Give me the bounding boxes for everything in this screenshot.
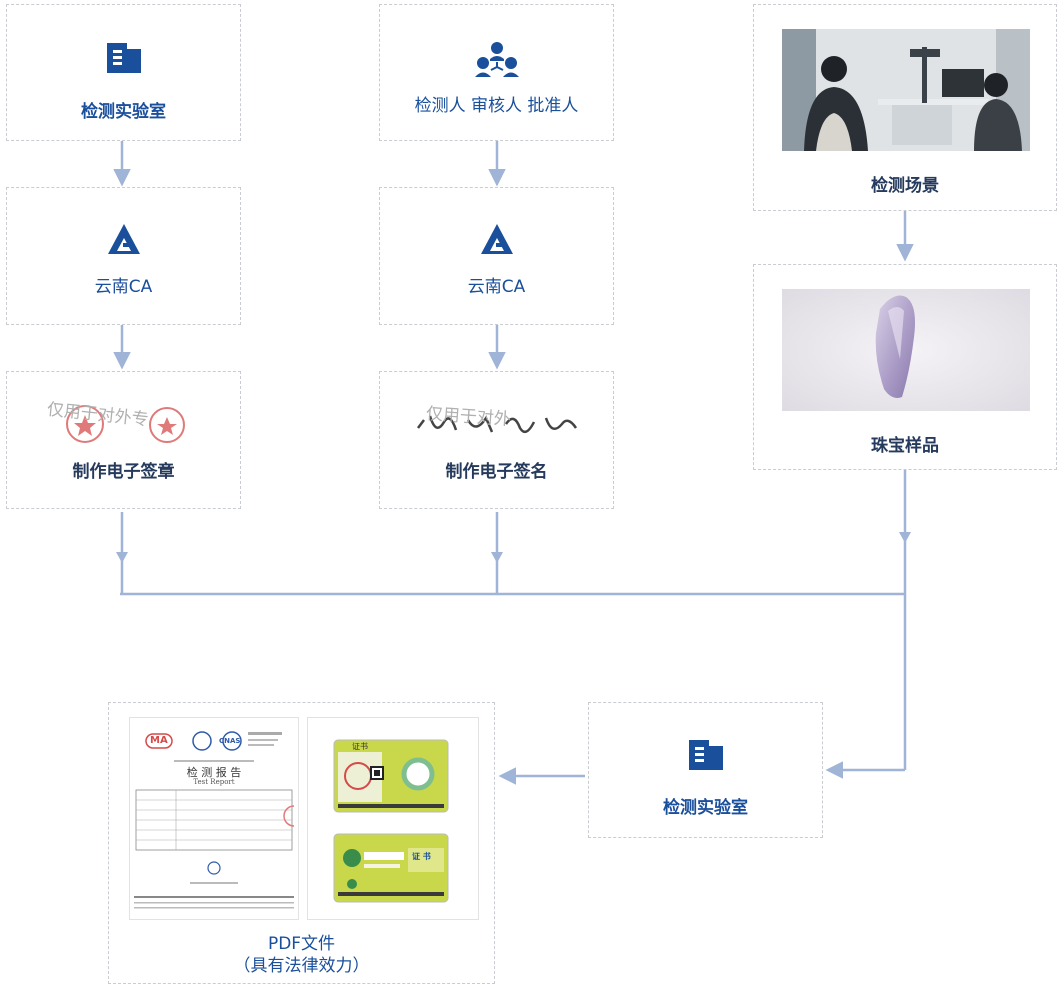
report-logo-cnas: CNAS [219, 737, 241, 745]
ca-logo-icon [480, 224, 513, 254]
people-icon [474, 42, 519, 77]
report-title: 检 测 报 告 [186, 766, 242, 779]
node-ca-mid: 云南CA [379, 187, 614, 325]
certificate-back-text: 证 书 [412, 852, 431, 861]
signature-image: 仅用于对外 [410, 398, 590, 448]
certificate-title: 证书 [352, 742, 368, 751]
node-scene: 检测场景 [753, 4, 1057, 211]
node-seal: 仅用于对外专 制作电子签章 [6, 371, 241, 509]
node-ca-left: 云南CA [6, 187, 241, 325]
node-ca-mid-label: 云南CA [467, 277, 526, 297]
building-icon [106, 43, 141, 73]
node-inspectors: 检测人 审核人 批准人 [379, 4, 614, 141]
node-ca-left-label: 云南CA [94, 277, 153, 297]
ca-logo-icon [107, 224, 140, 254]
node-signature-label: 制作电子签名 [445, 462, 548, 482]
seal-image: 仅用于对外专 [45, 398, 215, 448]
report-document-image: MA CNAS 检 测 报 告 Test Report [129, 717, 299, 920]
report-logo-ma: MA [150, 735, 168, 746]
sample-photo [782, 289, 1030, 411]
node-signature: 仅用于对外 制作电子签名 [379, 371, 614, 509]
building-icon [688, 740, 723, 770]
report-subtitle: Test Report [193, 778, 235, 786]
node-sample: 珠宝样品 [753, 264, 1057, 470]
node-inspectors-label: 检测人 审核人 批准人 [414, 96, 579, 116]
node-pdf: MA CNAS 检 测 报 告 Test Report 证书 证 书 PDF文件… [108, 702, 495, 984]
scene-photo [782, 29, 1030, 151]
node-sample-label: 珠宝样品 [871, 436, 939, 456]
node-pdf-label-line1: PDF文件 [267, 934, 336, 954]
node-lab-bottom-label: 检测实验室 [663, 798, 748, 818]
node-scene-label: 检测场景 [871, 176, 939, 196]
node-lab-top: 检测实验室 [6, 4, 241, 141]
node-lab-top-label: 检测实验室 [81, 102, 166, 122]
node-pdf-label-line2: （具有法律效力） [233, 956, 370, 976]
node-lab-bottom: 检测实验室 [588, 702, 823, 838]
certificate-image: 证书 证 书 [307, 717, 479, 920]
node-seal-label: 制作电子签章 [72, 462, 175, 482]
